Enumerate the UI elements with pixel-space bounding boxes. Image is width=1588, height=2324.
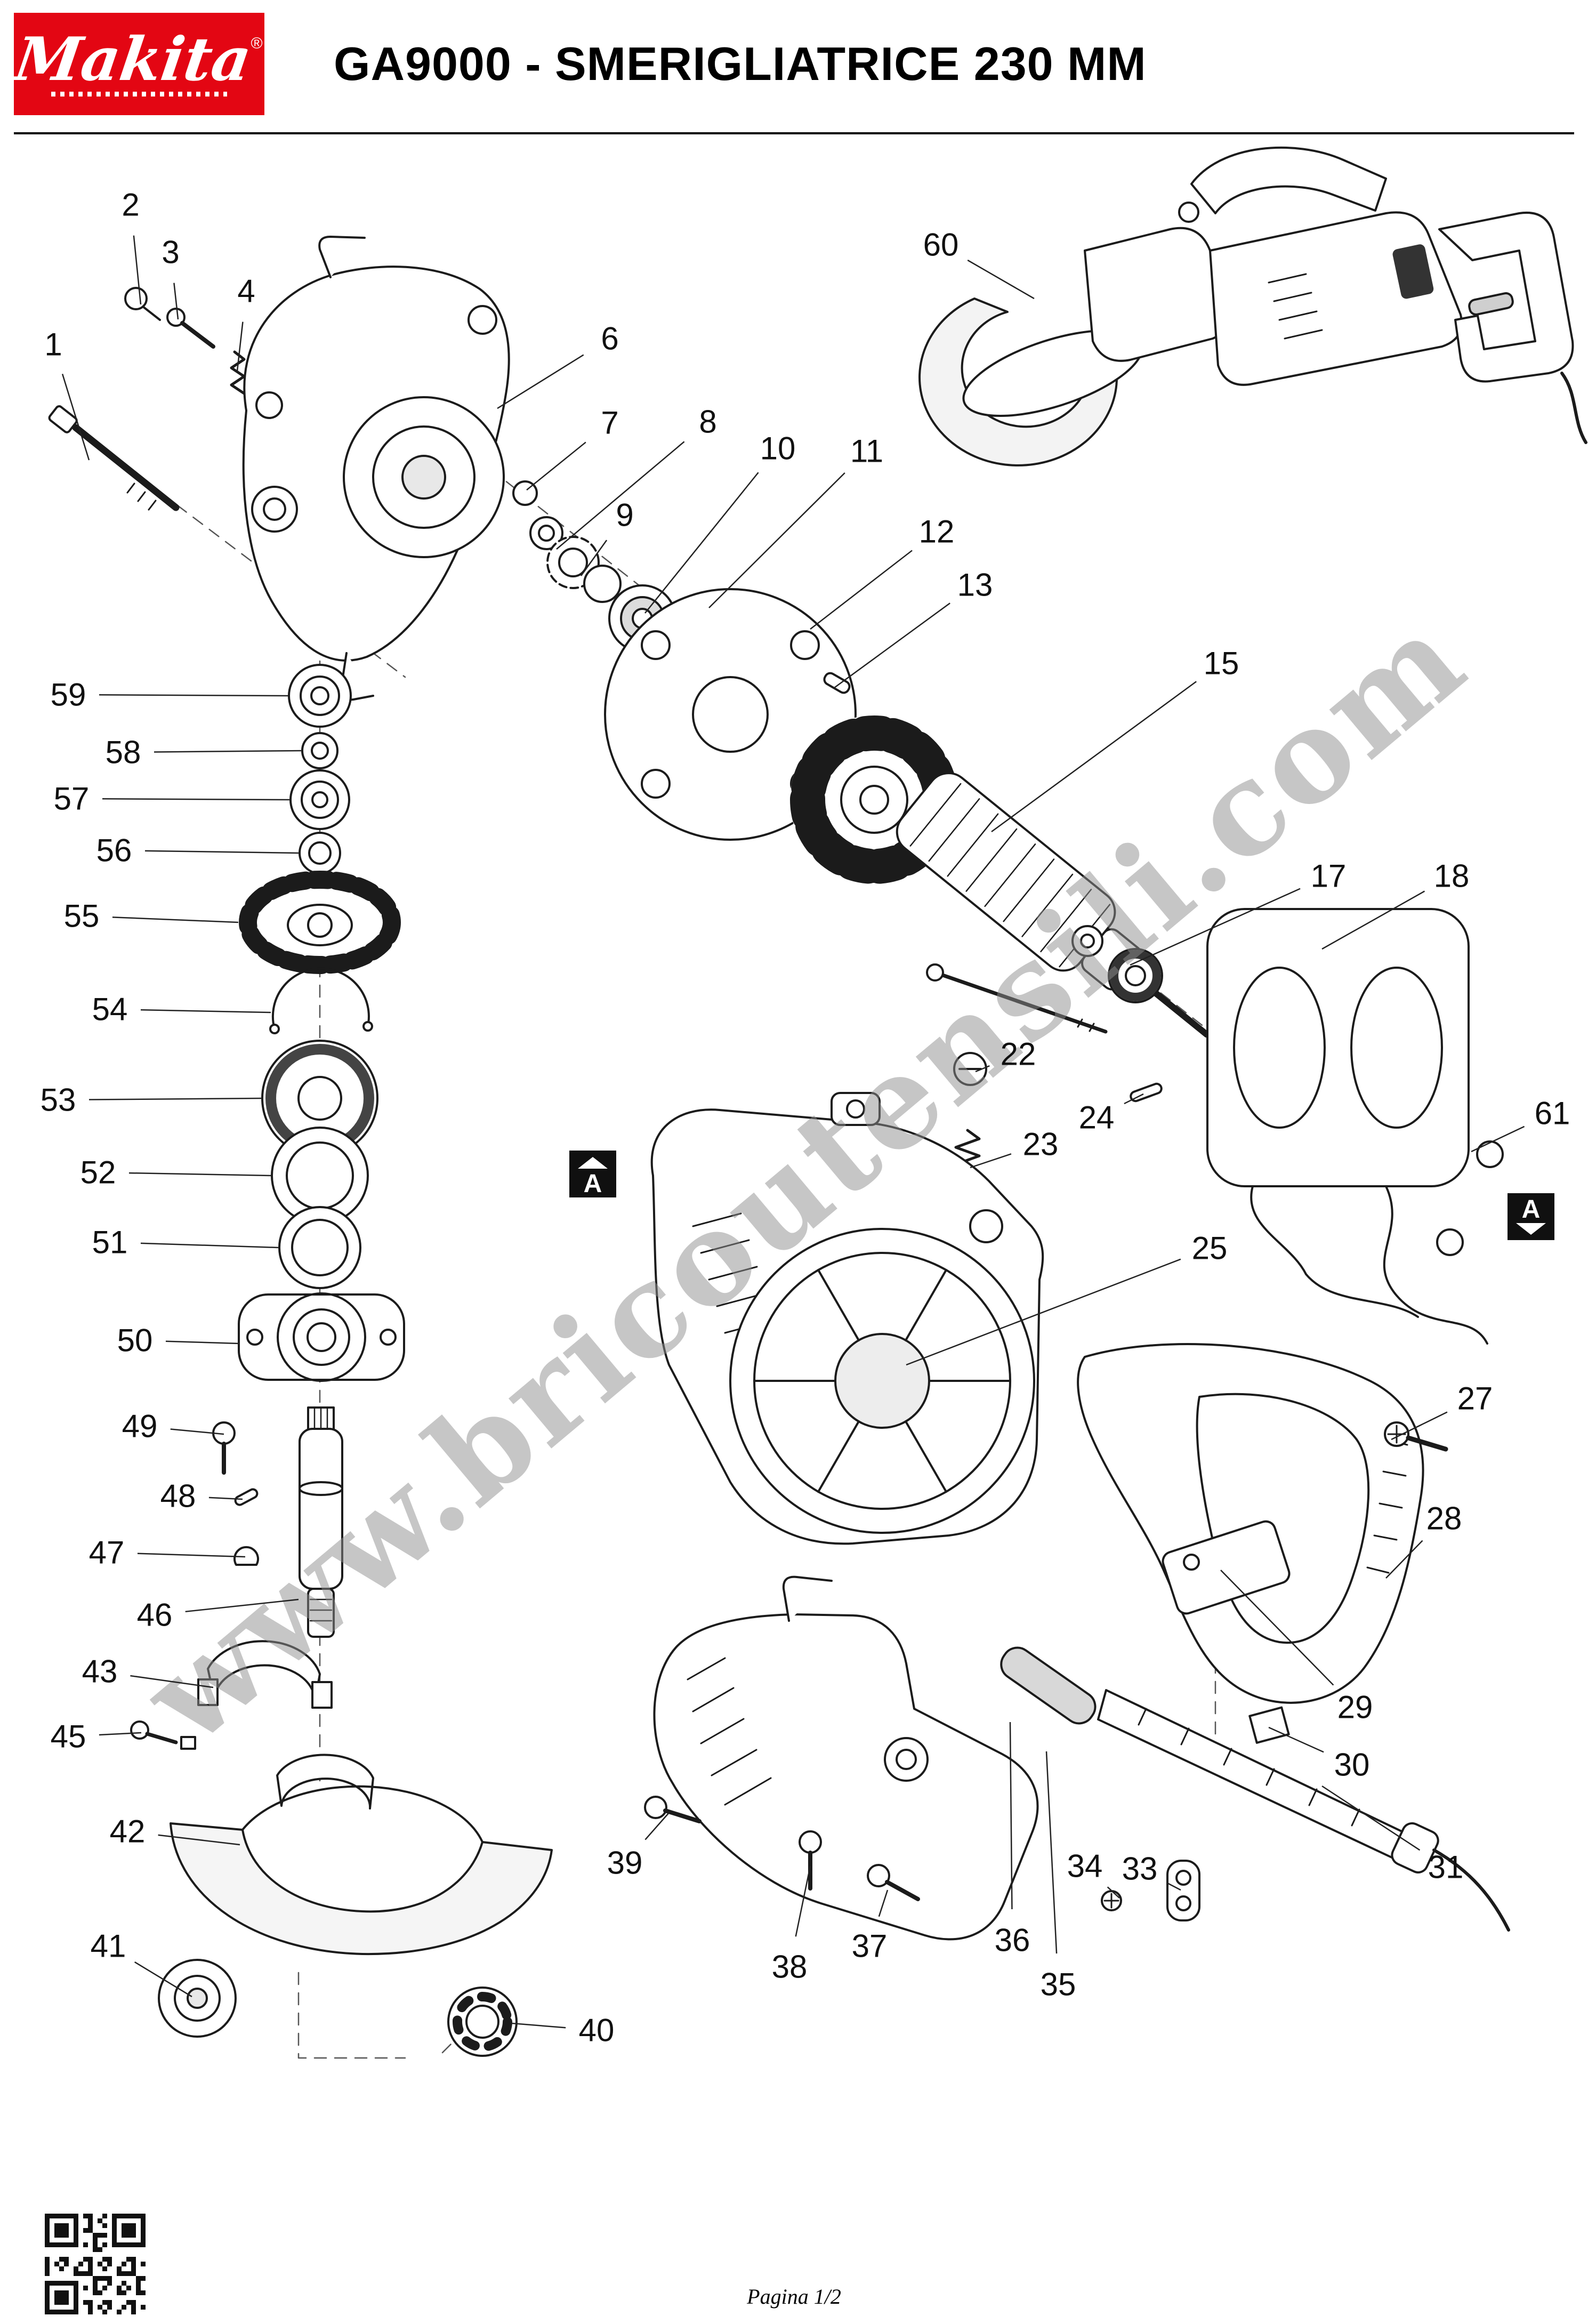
part-number-24: 24 <box>1078 1099 1115 1136</box>
part-number-12: 12 <box>918 513 955 550</box>
spindle <box>212 1406 343 1638</box>
part-number-18: 18 <box>1433 858 1470 894</box>
part-number-1: 1 <box>44 326 62 363</box>
marker-letter: A <box>1522 1195 1541 1224</box>
part-number-13: 13 <box>957 567 993 603</box>
field-stator <box>1206 908 1504 1345</box>
part-number-61: 61 <box>1534 1095 1570 1131</box>
part-number-6: 6 <box>601 320 619 357</box>
header-divider <box>14 132 1574 134</box>
part-number-41: 41 <box>90 1928 126 1964</box>
part-number-3: 3 <box>162 234 180 270</box>
part-number-54: 54 <box>92 991 128 1027</box>
part-number-46: 46 <box>136 1597 173 1633</box>
part-number-15: 15 <box>1203 645 1239 681</box>
part-number-49: 49 <box>122 1408 158 1444</box>
part-number-57: 57 <box>53 781 90 817</box>
part-number-55: 55 <box>63 898 100 934</box>
terminal-plate <box>1101 1860 1200 1921</box>
part-number-37: 37 <box>851 1928 888 1964</box>
part-number-36: 36 <box>994 1922 1030 1958</box>
part-number-48: 48 <box>160 1478 196 1514</box>
page-number: Pagina 1/2 <box>747 2285 841 2309</box>
part-number-10: 10 <box>760 430 796 467</box>
part-number-2: 2 <box>122 187 140 223</box>
logo-teeth-decoration <box>51 91 227 97</box>
rear-handle <box>1077 1343 1424 1704</box>
part-number-38: 38 <box>771 1949 808 1985</box>
trigger-lever <box>1000 1646 1097 1725</box>
part-number-28: 28 <box>1426 1500 1462 1537</box>
part-number-43: 43 <box>82 1653 118 1690</box>
page-title: GA9000 - SMERIGLIATRICE 230 MM <box>334 37 1147 90</box>
part-number-23: 23 <box>1022 1126 1059 1162</box>
page-header: Makita ® GA9000 - SMERIGLIATRICE 230 MM <box>11 13 1574 115</box>
part-number-30: 30 <box>1334 1747 1370 1783</box>
part-number-33: 33 <box>1122 1851 1158 1887</box>
part-number-17: 17 <box>1310 858 1347 894</box>
makita-logo: Makita ® <box>11 13 264 115</box>
part-number-7: 7 <box>601 405 619 441</box>
part-number-4: 4 <box>237 273 255 309</box>
part-number-60: 60 <box>923 227 959 263</box>
motor-housing <box>650 1092 1044 1545</box>
part-number-47: 47 <box>88 1534 125 1571</box>
part-number-9: 9 <box>616 497 634 533</box>
part-number-40: 40 <box>578 2012 615 2048</box>
part-number-52: 52 <box>80 1154 116 1191</box>
part-number-34: 34 <box>1067 1848 1103 1884</box>
qr-code-icon <box>45 2214 146 2314</box>
wheel-guard <box>170 1754 553 1956</box>
part-number-11: 11 <box>850 433 884 469</box>
bearing-retainer-plate <box>604 588 857 841</box>
part-number-50: 50 <box>117 1322 153 1358</box>
part-number-59: 59 <box>50 677 86 713</box>
section-marker-left: A <box>569 1151 616 1198</box>
part-number-45: 45 <box>50 1718 86 1755</box>
registered-mark: ® <box>251 35 263 53</box>
part-number-51: 51 <box>92 1224 128 1260</box>
shaft-clamp <box>130 1640 333 1750</box>
hex-bolt <box>48 405 180 511</box>
spindle-gear-set <box>512 480 676 653</box>
marker-letter: A <box>584 1170 602 1198</box>
part-number-27: 27 <box>1457 1380 1493 1417</box>
gear-housing <box>242 236 510 701</box>
part-number-8: 8 <box>699 404 717 440</box>
part-number-22: 22 <box>1000 1036 1036 1072</box>
part-number-42: 42 <box>109 1813 146 1849</box>
part-number-56: 56 <box>96 832 132 869</box>
cooling-fan <box>790 715 958 884</box>
part-number-29: 29 <box>1337 1689 1373 1725</box>
assembled-tool <box>918 146 1587 467</box>
flange-and-locknut <box>158 1959 518 2057</box>
switch-assembly <box>1162 1421 1448 1615</box>
part-number-35: 35 <box>1040 1966 1076 2003</box>
part-number-39: 39 <box>607 1845 643 1881</box>
part-number-31: 31 <box>1428 1849 1464 1885</box>
handle-housing <box>644 1575 1039 1941</box>
armature-bearing <box>926 925 1163 1034</box>
bearing-gear-stack <box>238 664 405 1382</box>
part-number-25: 25 <box>1191 1230 1228 1266</box>
part-number-58: 58 <box>105 734 141 770</box>
section-marker-right: A <box>1508 1193 1554 1240</box>
part-number-53: 53 <box>40 1082 76 1118</box>
cord-guard <box>1097 1689 1510 1932</box>
